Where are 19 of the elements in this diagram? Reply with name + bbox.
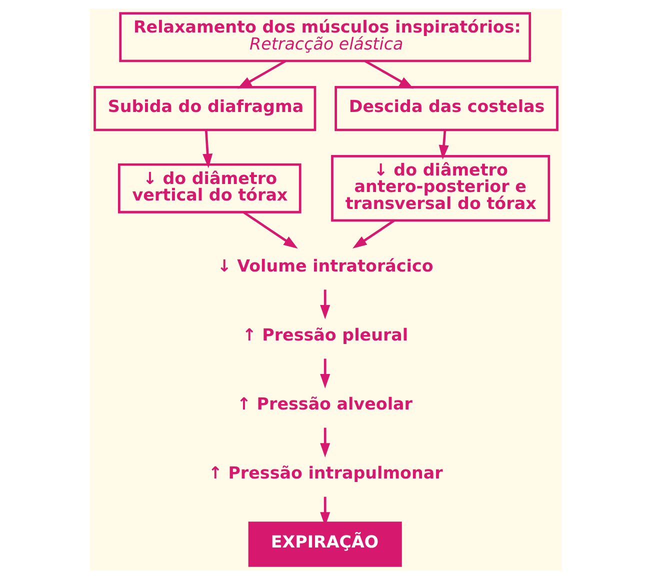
node-box: Subida do diafragma	[94, 86, 316, 132]
node-box: Relaxamento dos músculos inspiratórios: Retracção elástica	[119, 12, 532, 62]
arrow	[438, 130, 449, 160]
node-box: EXPIRAÇÃO	[248, 522, 402, 567]
arrow	[243, 211, 298, 249]
node-box: Descida das costelas	[334, 86, 558, 132]
node-box: ↓ do diâmetro vertical do tórax	[118, 163, 302, 214]
arrow	[352, 220, 395, 249]
arrow	[320, 290, 330, 320]
arrow	[364, 60, 414, 89]
node-text: ↓ Volume intratorácico	[217, 256, 434, 276]
node-box: ↓ do diâmetro antero-posterior e transversal do tórax	[331, 154, 550, 222]
arrow	[202, 130, 213, 168]
arrow	[320, 358, 330, 388]
node-text: ↑ Pressão intrapulmonar	[208, 463, 443, 482]
node-text: ↑ Pressão pleural	[242, 325, 408, 344]
node-text: ↑ Pressão alveolar	[237, 394, 413, 414]
arrow	[320, 428, 330, 458]
arrow	[237, 60, 286, 89]
